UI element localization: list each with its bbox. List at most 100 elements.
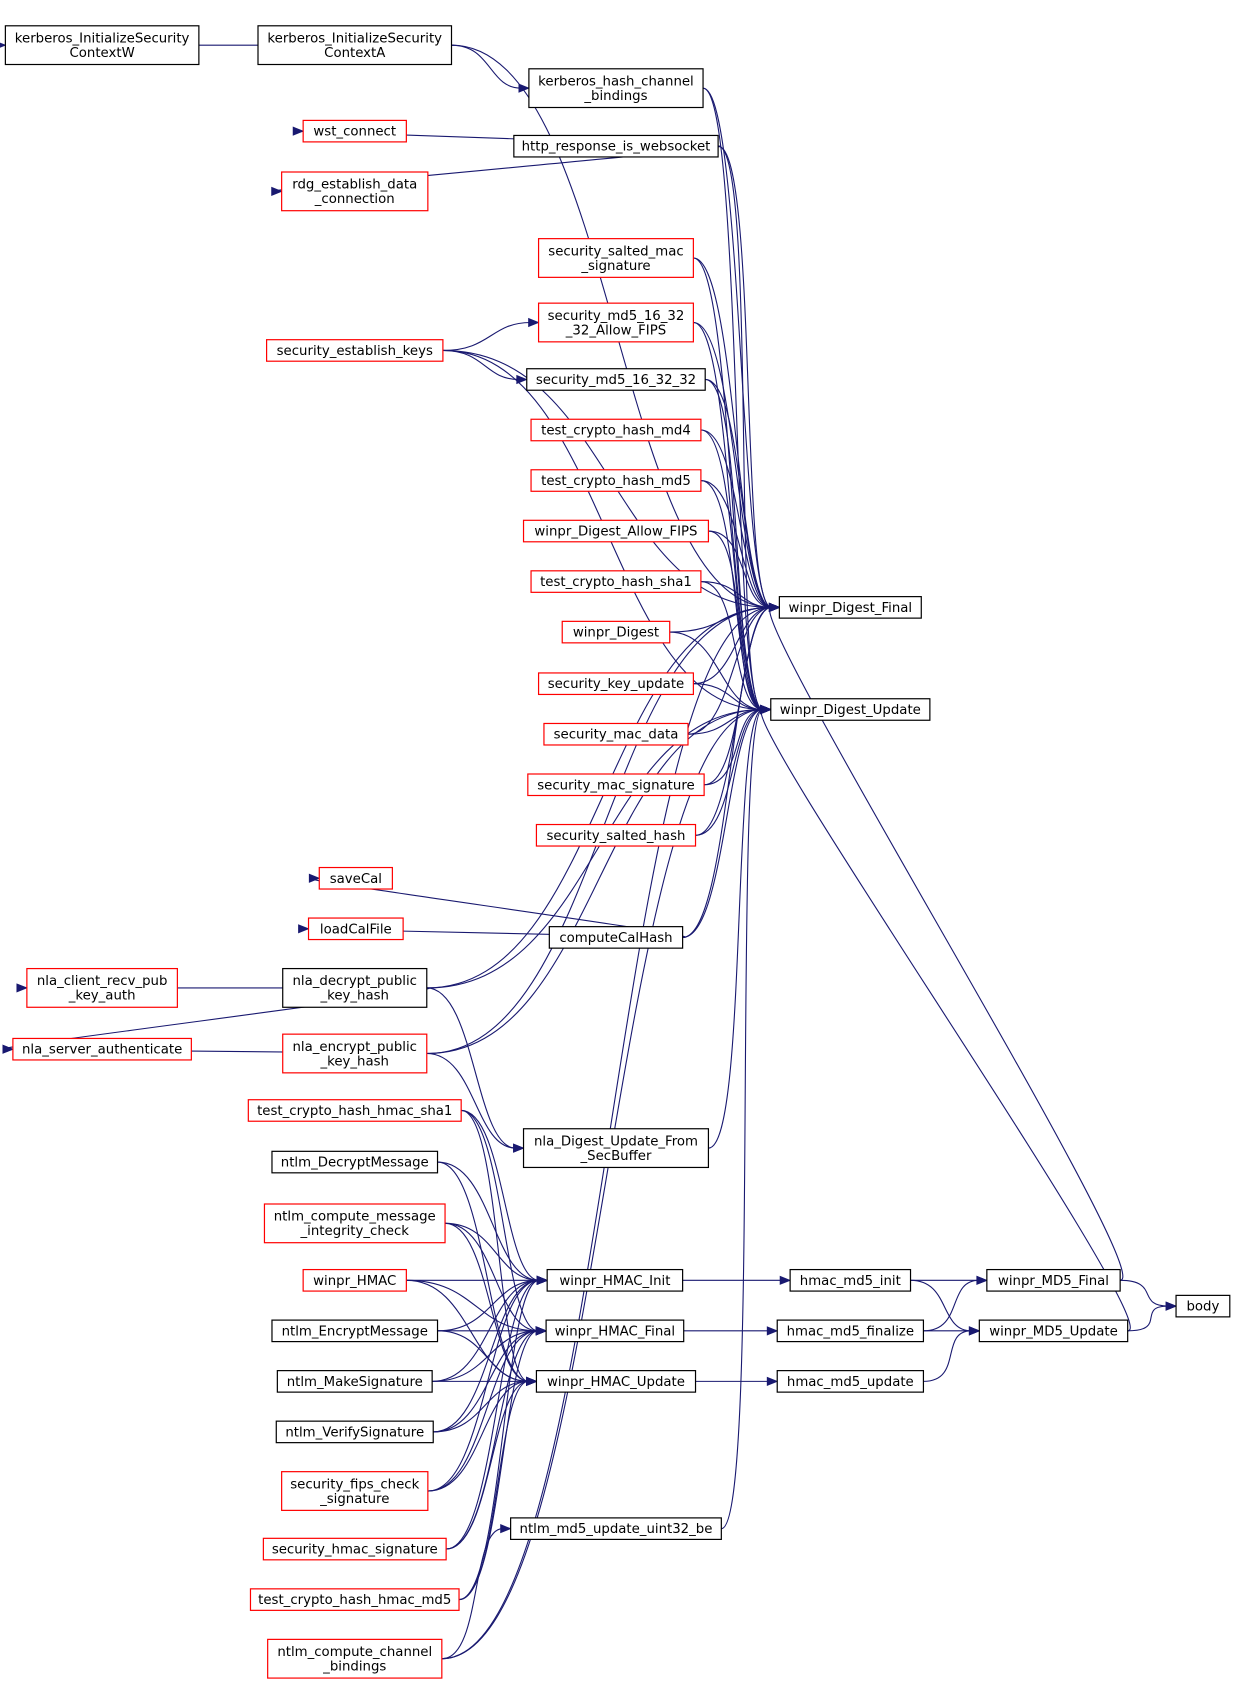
- call-edge: [682, 606, 772, 938]
- node-winpr-digest-update[interactable]: winpr_Digest_Update: [770, 698, 931, 721]
- node-http-response-is-websocket[interactable]: http_response_is_websocket: [513, 134, 719, 158]
- node-security-hmac-signature[interactable]: security_hmac_signature: [262, 1537, 447, 1561]
- node-loadcalfile[interactable]: loadCalFile: [307, 917, 404, 941]
- node-nla-encrypt-public-key-hash[interactable]: nla_encrypt_public_key_hash: [282, 1033, 428, 1074]
- node-winpr-md5-update[interactable]: winpr_MD5_Update: [978, 1319, 1129, 1343]
- call-edge: [461, 1109, 539, 1332]
- node-security-salted-hash[interactable]: security_salted_hash: [535, 823, 697, 847]
- node-box: [528, 68, 704, 109]
- call-edge: [687, 606, 772, 735]
- arrowhead-icon: [528, 317, 540, 328]
- call-edge: [426, 987, 516, 1149]
- call-edge: [700, 479, 763, 711]
- node-box: [530, 418, 702, 442]
- call-edge: [705, 378, 772, 608]
- node-label: _key_hash: [319, 1054, 389, 1069]
- node-ntlm-decryptmessage[interactable]: ntlm_DecryptMessage: [271, 1150, 439, 1174]
- node-box: [249, 1588, 460, 1611]
- call-edge: [445, 1222, 529, 1382]
- call-edge: [406, 1279, 539, 1332]
- node-box: [275, 1420, 434, 1444]
- node-label: winpr_Digest: [573, 626, 659, 641]
- node-security-md5-16-32-32-allow-fips[interactable]: security_md5_16_32_32_Allow_FIPS: [537, 302, 694, 343]
- call-edge: [923, 1279, 979, 1332]
- call-edge: [442, 321, 531, 351]
- call-edge: [693, 257, 772, 608]
- node-box: [776, 1319, 925, 1343]
- node-label: winpr_HMAC_Init: [559, 1274, 670, 1289]
- node-ntlm-makesignature[interactable]: ntlm_MakeSignature: [276, 1370, 433, 1393]
- node-winpr-digest[interactable]: winpr_Digest: [561, 620, 671, 644]
- node-label: loadCalFile: [320, 922, 392, 937]
- node-box: [281, 171, 429, 212]
- node-label: security_md5_16_32_32: [536, 373, 696, 388]
- node-test-crypto-hash-hmac-md5[interactable]: test_crypto_hash_hmac_md5: [249, 1588, 460, 1611]
- node-security-key-update[interactable]: security_key_update: [537, 672, 694, 696]
- node-security-mac-data[interactable]: security_mac_data: [543, 722, 689, 746]
- node-winpr-hmac-final[interactable]: winpr_HMAC_Final: [545, 1319, 685, 1343]
- call-edge: [700, 479, 772, 608]
- node-test-crypto-hash-sha1[interactable]: test_crypto_hash_sha1: [530, 570, 702, 593]
- node-label: winpr_Digest_Allow_FIPS: [534, 525, 697, 540]
- node-box: [262, 1537, 447, 1561]
- node-hmac-md5-init[interactable]: hmac_md5_init: [789, 1268, 912, 1292]
- node-label: security_mac_signature: [537, 778, 694, 793]
- call-edge: [769, 606, 1124, 1281]
- node-test-crypto-hash-md5[interactable]: test_crypto_hash_md5: [530, 469, 702, 492]
- node-wst-connect[interactable]: wst_connect: [302, 119, 407, 143]
- node-box: [778, 596, 922, 619]
- node-label: security_establish_keys: [277, 344, 433, 359]
- node-label: test_crypto_hash_sha1: [540, 575, 692, 590]
- call-edge: [708, 530, 772, 608]
- node-kerberos-hash-channel-bindings[interactable]: kerberos_hash_channel_bindings: [528, 68, 704, 109]
- node-nla-digest-update-from-secbuffer[interactable]: nla_Digest_Update_From_SecBuffer: [522, 1128, 710, 1169]
- call-edge: [427, 1380, 529, 1492]
- call-edge: [426, 708, 763, 1055]
- node-computecalhash[interactable]: computeCalHash: [548, 926, 684, 949]
- node-savecal[interactable]: saveCal: [318, 866, 393, 890]
- node-ntlm-compute-channel-bindings[interactable]: ntlm_compute_channel_bindings: [267, 1638, 443, 1679]
- node-label: winpr_HMAC: [313, 1274, 396, 1289]
- node-winpr-hmac[interactable]: winpr_HMAC: [302, 1268, 407, 1292]
- node-winpr-hmac-update[interactable]: winpr_HMAC_Update: [535, 1370, 697, 1393]
- node-box: [537, 238, 694, 278]
- node-label: security_fips_check: [290, 1477, 419, 1492]
- node-hmac-md5-update[interactable]: hmac_md5_update: [776, 1370, 925, 1393]
- node-security-salted-mac-signature[interactable]: security_salted_mac_signature: [537, 238, 694, 278]
- node-winpr-md5-final[interactable]: winpr_MD5_Final: [986, 1268, 1121, 1292]
- node-winpr-digest-final[interactable]: winpr_Digest_Final: [778, 596, 922, 619]
- node-security-mac-signature[interactable]: security_mac_signature: [527, 773, 705, 797]
- node-label: ContextW: [70, 46, 135, 61]
- node-security-fips-check-signature[interactable]: security_fips_check_signature: [281, 1471, 429, 1511]
- node-label: kerberos_InitializeSecurity: [267, 31, 442, 46]
- node-nla-server-authenticate[interactable]: nla_server_authenticate: [12, 1037, 192, 1061]
- node-label: ntlm_EncryptMessage: [282, 1324, 428, 1339]
- node-ntlm-compute-message-integrity-check[interactable]: ntlm_compute_message_integrity_check: [263, 1203, 446, 1244]
- node-label: ContextA: [324, 46, 385, 61]
- arrowhead-icon: [292, 126, 305, 136]
- node-rdg-establish-data-connection[interactable]: rdg_establish_data_connection: [281, 171, 429, 212]
- node-label: test_crypto_hash_hmac_sha1: [257, 1104, 452, 1119]
- call-edge: [708, 530, 763, 711]
- node-nla-client-recv-pub-key-auth[interactable]: nla_client_recv_pub_key_auth: [26, 967, 178, 1008]
- node-hmac-md5-finalize[interactable]: hmac_md5_finalize: [776, 1319, 925, 1343]
- node-winpr-digest-allow-fips[interactable]: winpr_Digest_Allow_FIPS: [522, 519, 710, 543]
- node-test-crypto-hash-md4[interactable]: test_crypto_hash_md4: [530, 418, 702, 442]
- node-body[interactable]: body: [1175, 1294, 1231, 1318]
- node-label: computeCalHash: [559, 931, 672, 946]
- node-box: [282, 1033, 428, 1074]
- node-box: [4, 25, 200, 66]
- node-ntlm-verifysignature[interactable]: ntlm_VerifySignature: [275, 1420, 434, 1444]
- node-test-crypto-hash-hmac-sha1[interactable]: test_crypto_hash_hmac_sha1: [247, 1099, 462, 1122]
- node-box: [302, 119, 407, 143]
- node-ntlm-md5-update-uint32-be[interactable]: ntlm_md5_update_uint32_be: [510, 1517, 722, 1541]
- node-nla-decrypt-public-key-hash[interactable]: nla_decrypt_public_key_hash: [282, 967, 428, 1008]
- node-security-md5-16-32-32[interactable]: security_md5_16_32_32: [526, 368, 706, 391]
- node-security-establish-keys[interactable]: security_establish_keys: [266, 339, 444, 362]
- node-ntlm-encryptmessage[interactable]: ntlm_EncryptMessage: [271, 1319, 439, 1343]
- arrowhead-icon: [500, 1524, 512, 1534]
- node-winpr-hmac-init[interactable]: winpr_HMAC_Init: [546, 1268, 684, 1292]
